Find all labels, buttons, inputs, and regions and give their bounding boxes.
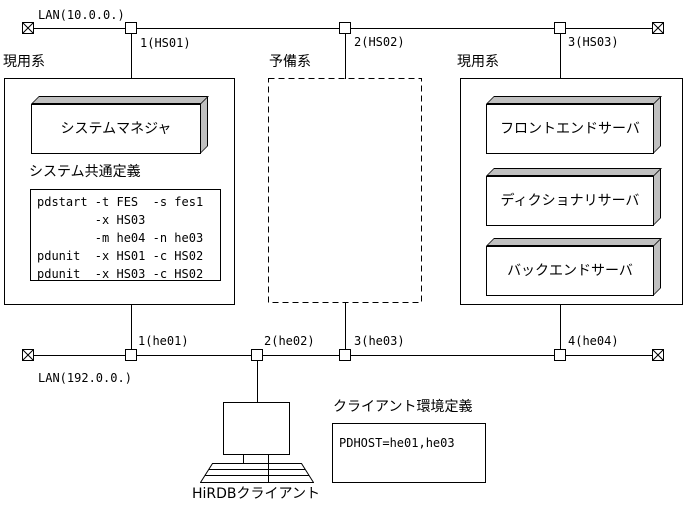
right-system-box: フロントエンドサーバ ディクショナリサーバ バックエンドサーバ — [460, 78, 683, 305]
client-device-label: HiRDBクライアント — [192, 486, 320, 502]
node-hs02-label: 2(HS02) — [354, 35, 405, 49]
server-box-top-face — [31, 96, 209, 104]
node-hs01-label: 1(HS01) — [140, 36, 191, 50]
keyboard-icon — [200, 463, 314, 483]
left-system-box: システムマネジャ システム共通定義 pdstart -t FES -s fes1… — [4, 78, 235, 305]
node-he03-label: 3(he03) — [354, 334, 405, 348]
lan-terminator-icon — [652, 349, 664, 361]
lan-terminator-icon — [22, 22, 34, 34]
server-box-right-face — [200, 96, 208, 154]
server-box-top-face — [486, 96, 662, 104]
node-he01-label: 1(he01) — [138, 334, 189, 348]
node-hs02 — [339, 22, 351, 34]
front-end-server: フロントエンドサーバ — [486, 96, 664, 154]
node-he04 — [554, 349, 566, 361]
top-lan-label: LAN(10.0.0.) — [38, 8, 125, 22]
lan-terminator-icon — [22, 349, 34, 361]
server-box-front-face: システムマネジャ — [31, 104, 201, 154]
node-he02-label: 2(he02) — [264, 334, 315, 348]
server-box-right-face — [653, 168, 661, 226]
server-box-top-face — [486, 168, 662, 176]
bottom-lan-label: LAN(192.0.0.) — [38, 371, 132, 385]
node-he02 — [251, 349, 263, 361]
lan-terminator-icon — [652, 22, 664, 34]
monitor-stand-icon — [243, 455, 269, 464]
client-env-definition-box: PDHOST=he01,he03 — [332, 423, 486, 483]
system-manager-server: システムマネジャ — [31, 96, 211, 154]
server-box-top-face — [486, 238, 662, 246]
right-system-title: 現用系 — [457, 54, 499, 70]
node-he04-label: 4(he04) — [568, 334, 619, 348]
system-common-definition-box: pdstart -t FES -s fes1 -x HS03 -m he04 -… — [30, 189, 221, 281]
dictionary-server-label: ディクショナリサーバ — [500, 193, 640, 209]
system-common-definition-code: pdstart -t FES -s fes1 -x HS03 -m he04 -… — [37, 195, 204, 281]
server-box-front-face: フロントエンドサーバ — [486, 104, 654, 154]
node-hs03-label: 3(HS03) — [568, 35, 619, 49]
node-hs01 — [125, 22, 137, 34]
standby-system-box — [268, 78, 422, 303]
node-he03 — [339, 349, 351, 361]
server-box-front-face: バックエンドサーバ — [486, 246, 654, 296]
monitor-icon — [223, 402, 290, 455]
client-env-definition-title: クライアント環境定義 — [333, 399, 473, 415]
back-end-server: バックエンドサーバ — [486, 238, 664, 296]
left-system-title: 現用系 — [3, 54, 45, 70]
client-env-definition-code: PDHOST=he01,he03 — [339, 436, 455, 450]
standby-system-title: 予備系 — [269, 54, 311, 70]
server-box-front-face: ディクショナリサーバ — [486, 176, 654, 226]
dictionary-server: ディクショナリサーバ — [486, 168, 664, 226]
back-end-server-label: バックエンドサーバ — [507, 263, 633, 279]
node-he01 — [125, 349, 137, 361]
system-common-definition-title: システム共通定義 — [29, 164, 141, 180]
node-hs03 — [554, 22, 566, 34]
server-box-right-face — [653, 96, 661, 154]
server-box-right-face — [653, 238, 661, 296]
system-manager-label: システムマネジャ — [60, 121, 172, 137]
front-end-server-label: フロントエンドサーバ — [500, 121, 640, 137]
